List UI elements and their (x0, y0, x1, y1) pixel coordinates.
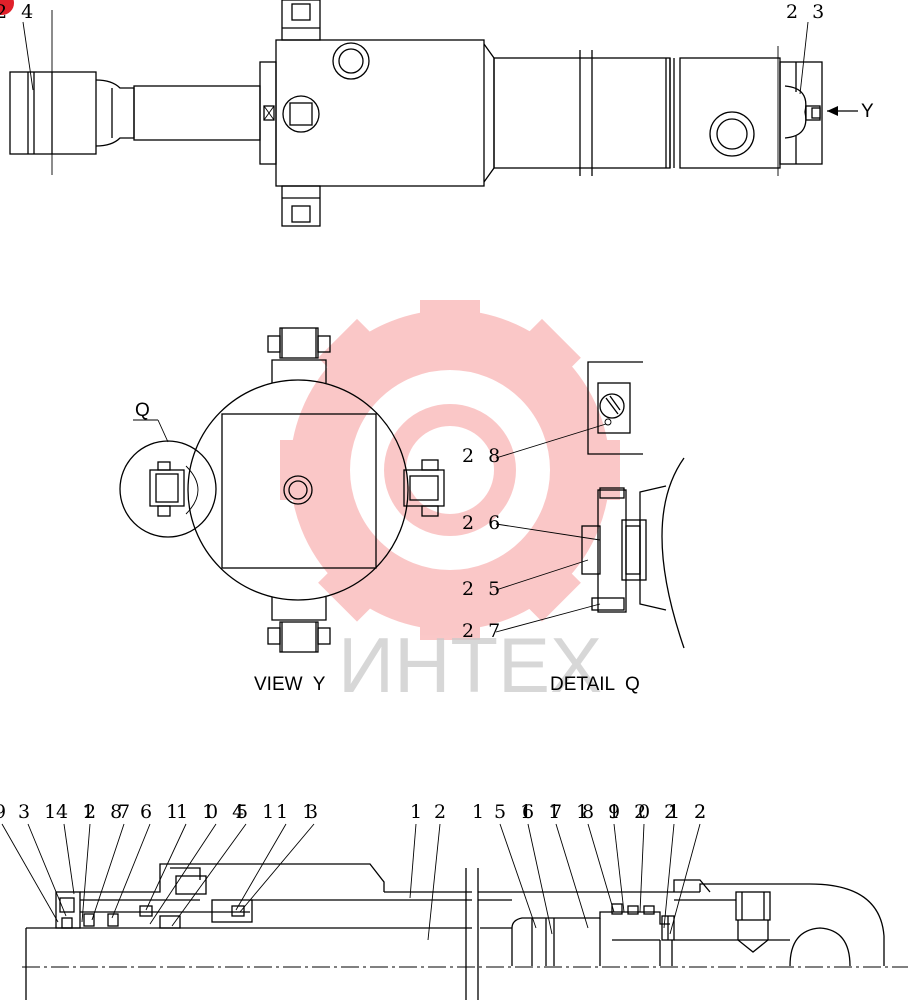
arrow-left-icon (827, 106, 838, 116)
section-callout-51b: 5 1 (494, 801, 536, 823)
section-callout-41: 4 1 (56, 801, 98, 823)
view-y-label: VIEW Y (254, 674, 326, 695)
detail-q-label: DETAIL Q (550, 674, 640, 695)
section-callout-61: 6 1 (140, 801, 182, 823)
view-y: Q VIEW Y (119, 327, 445, 695)
callout-26: 2 6 (462, 512, 504, 534)
top-view: Y 2 4 2 3 (0, 0, 874, 227)
section-callout-81: 8 1 (582, 801, 624, 823)
detail-q: 2 8 2 6 2 5 2 7 DETAIL Q (462, 361, 685, 695)
section-callout-92: 9 2 (608, 801, 650, 823)
section-callout-12: 1 2 (668, 801, 710, 823)
section-callout-71: 7 1 (550, 801, 592, 823)
section-callout-1a: 1 (410, 801, 426, 823)
section-callout-11b: 1 1 (276, 801, 318, 823)
callout-24: 2 4 (0, 1, 37, 23)
section-callout-11a: 1 1 (176, 801, 218, 823)
section-view: 9 3 1 4 1 2 8 7 6 1 1 1 0 4 5 1 1 1 3 1 … (0, 801, 908, 1000)
corner-badge-icon (0, 0, 14, 15)
watermark: ИНТЕХ (280, 300, 620, 709)
section-callout-9: 9 (0, 801, 10, 823)
callout-25: 2 5 (462, 578, 504, 600)
section-callout-28: 2 8 (84, 801, 126, 823)
section-callout-2a: 2 (434, 801, 450, 823)
arrow-label-y: Y (861, 101, 874, 122)
section-callout-02: 0 2 (638, 801, 680, 823)
callout-23: 2 3 (786, 1, 828, 23)
gear-logo-icon (280, 300, 620, 640)
section-callout-3: 3 (306, 801, 322, 823)
section-callout-61b: 6 1 (522, 801, 564, 823)
section-callout-1b: 1 (472, 801, 488, 823)
section-callout-31: 3 1 (18, 801, 60, 823)
section-callout-2b: 2 (694, 801, 710, 823)
callout-28: 2 8 (462, 445, 504, 467)
detail-callout-q: Q (135, 400, 150, 421)
section-callout-04: 0 4 (206, 801, 248, 823)
section-callout-7: 7 (118, 801, 134, 823)
watermark-text: ИНТЕХ (338, 621, 602, 709)
callout-27: 2 7 (462, 620, 504, 642)
section-callout-51: 5 1 (236, 801, 278, 823)
